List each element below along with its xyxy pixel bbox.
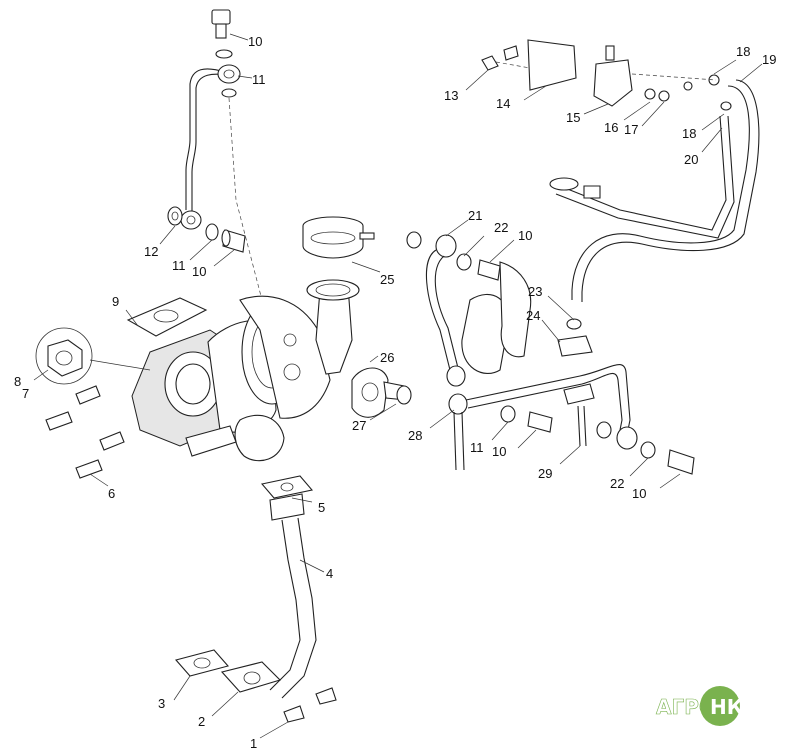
label-8: 8: [14, 374, 21, 389]
part-1-bolts: [283, 687, 337, 723]
label-10: 10: [492, 444, 506, 459]
label-21: 21: [468, 208, 482, 223]
detail-callout-circle: [35, 327, 151, 385]
label-11: 11: [172, 258, 186, 273]
part-10-banjo-bolt-mid: [221, 229, 246, 253]
part-10-bolt-far-right: [667, 449, 695, 475]
label-28: 28: [408, 428, 422, 443]
oil-feed-pipe: [180, 64, 241, 230]
part-28-pipe: [448, 364, 638, 471]
label-7: 7: [22, 386, 29, 401]
part-5-gasket: [260, 475, 314, 499]
part-20-hose: [549, 115, 735, 239]
part-19-vacuum-hose: [571, 79, 760, 302]
leader-lines: [33, 33, 763, 739]
label-11: 11: [470, 440, 484, 455]
label-17: 17: [624, 122, 638, 137]
part-3-gasket: [175, 649, 229, 677]
label-29: 29: [538, 466, 552, 481]
label-19: 19: [762, 52, 776, 67]
label-9: 9: [112, 294, 119, 309]
label-5: 5: [318, 500, 325, 515]
label-24: 24: [526, 308, 540, 323]
label-23: 23: [528, 284, 542, 299]
part-11-washer-right: [500, 405, 516, 423]
label-1: 1: [250, 736, 257, 751]
part-18-clamps: [708, 74, 732, 111]
label-10: 10: [192, 264, 206, 279]
label-18: 18: [736, 44, 750, 59]
part-21-pipe: [406, 231, 466, 387]
part-26-inlet-gasket: [351, 367, 389, 418]
label-18: 18: [682, 126, 696, 141]
part-12-washer: [167, 206, 183, 226]
label-13: 13: [444, 88, 458, 103]
part-22-washer-lower: [596, 421, 656, 459]
part-10-bolt-lower: [527, 411, 553, 433]
part-14-bracket: [527, 39, 577, 91]
part-10-bolt-right: [477, 259, 501, 281]
part-2-flange: [220, 661, 282, 693]
label-3: 3: [158, 696, 165, 711]
label-27: 27: [352, 418, 366, 433]
label-26: 26: [380, 350, 394, 365]
label-22: 22: [610, 476, 624, 491]
label-25: 25: [380, 272, 394, 287]
watermark-circle: [700, 686, 740, 726]
label-10: 10: [518, 228, 532, 243]
part-9-gasket: [126, 297, 208, 337]
label-10: 10: [248, 34, 262, 49]
part-23-grommet: [557, 318, 593, 357]
part-13-bolt: [481, 45, 519, 71]
agronika-watermark-logo: АГРО НКА: [656, 686, 759, 726]
label-20: 20: [684, 152, 698, 167]
label-11: 11: [252, 72, 266, 87]
turbocharger-assembly: [131, 279, 360, 462]
part-22-washer: [456, 253, 472, 271]
part-27-fitting: [383, 381, 412, 405]
part-11-washer-top: [215, 49, 237, 98]
watermark-text-right: НКА: [710, 695, 759, 719]
part-15-16-valve: [593, 45, 656, 107]
label-22: 22: [494, 220, 508, 235]
label-6: 6: [108, 486, 115, 501]
label-16: 16: [604, 120, 618, 135]
part-25-clamp: [302, 216, 375, 259]
part-29-bracket-bolt: [563, 383, 595, 447]
part-17-fittings: [658, 81, 693, 102]
part-7-8-nut-and-washer: [47, 339, 83, 377]
label-15: 15: [566, 110, 580, 125]
part-24-hose: [461, 261, 532, 375]
label-2: 2: [198, 714, 205, 729]
part-6-studs: [45, 385, 125, 479]
label-10: 10: [632, 486, 646, 501]
label-14: 14: [496, 96, 510, 111]
part-10-banjo-bolt-top: [211, 9, 231, 39]
part-11-washer-mid: [205, 223, 219, 241]
part-labels: 10 11 12 11 10 9 8 7 6 5 4 3 2 1 13 14 1…: [14, 34, 776, 751]
part-4-return-pipe: [269, 493, 317, 699]
label-4: 4: [326, 566, 333, 581]
label-12: 12: [144, 244, 158, 259]
